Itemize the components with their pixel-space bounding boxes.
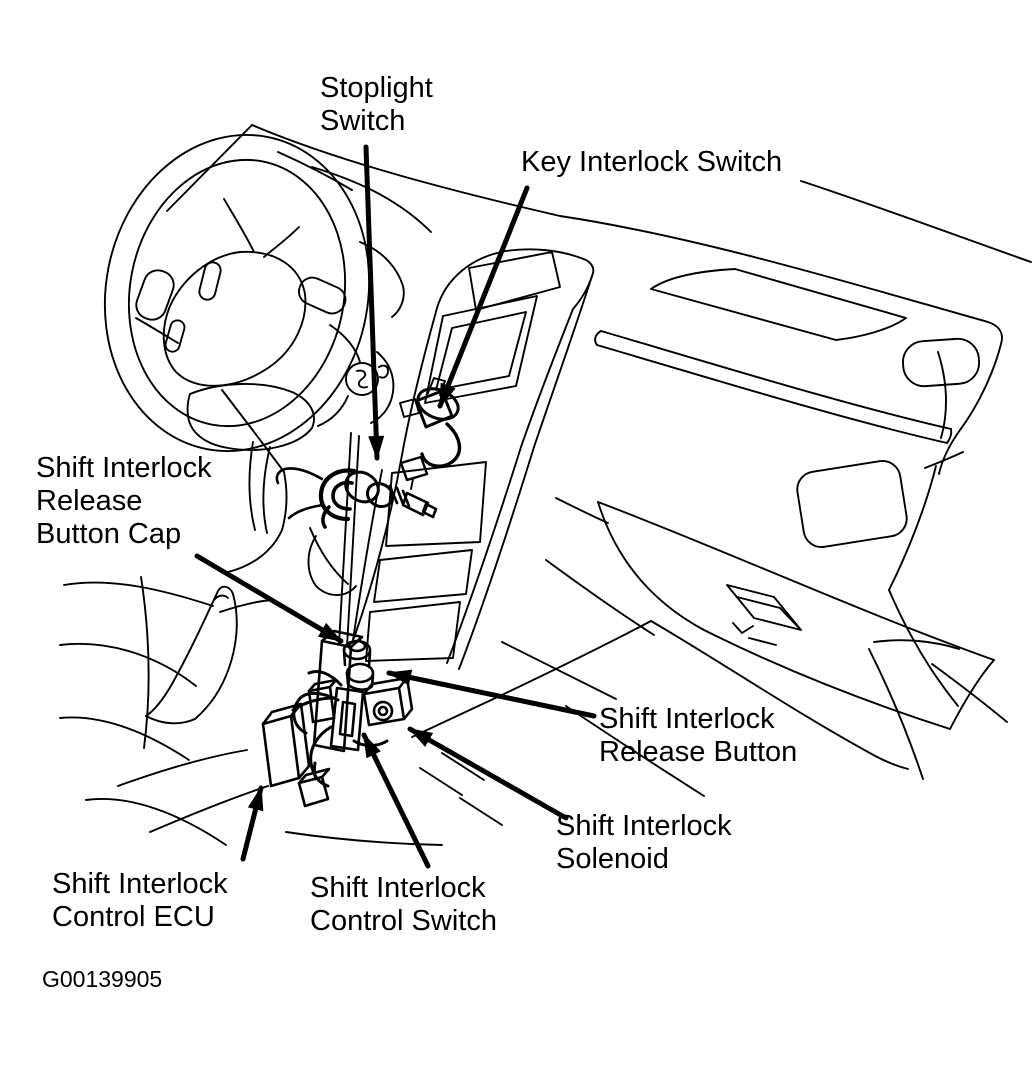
shifter-assembly-drawing <box>261 629 414 808</box>
label-line: Switch <box>320 105 406 137</box>
shift-lever <box>307 432 383 648</box>
label-line: Button Cap <box>36 518 182 550</box>
label-line: Shift Interlock <box>310 872 486 904</box>
stoplight-switch-drawing <box>275 467 438 529</box>
leader-control-ecu <box>240 785 264 862</box>
key-interlock-switch-drawing <box>399 377 462 490</box>
steering-hub-pad <box>162 250 307 387</box>
glove-box-lid <box>796 459 908 549</box>
defroster-vent <box>600 330 952 430</box>
label-control-switch: Shift Interlock Control Switch <box>310 872 497 938</box>
label-line: Release <box>36 485 143 517</box>
label-line: Solenoid <box>556 843 669 875</box>
windshield-base <box>800 180 1032 263</box>
seat-lines <box>59 576 269 846</box>
leader-key-interlock-switch <box>437 185 530 409</box>
shifter-bracket <box>329 686 365 752</box>
label-control-ecu: Shift Interlock Control ECU <box>52 868 228 934</box>
label-line: Shift Interlock <box>52 868 228 900</box>
steering-lower-pad <box>186 382 315 451</box>
label-line: Shift Interlock <box>599 703 775 735</box>
wire-connector <box>297 767 331 808</box>
wiper-stalk <box>298 276 347 315</box>
center-console-stack <box>353 248 595 670</box>
leader-release-button-cap <box>194 553 344 644</box>
ignition-key-cylinder <box>345 362 379 396</box>
label-line: Control Switch <box>310 905 497 937</box>
lower-dash-panel <box>597 501 995 661</box>
panel-handle <box>726 584 802 631</box>
label-stoplight-switch: Stoplight Switch <box>320 72 433 138</box>
leader-stoplight-switch <box>363 144 385 461</box>
label-line: Key Interlock Switch <box>521 146 783 178</box>
label-line: Shift Interlock <box>556 810 732 842</box>
solenoid-drawing <box>362 676 414 727</box>
shifter-bezel <box>312 639 353 753</box>
control-ecu-drawing <box>261 702 311 788</box>
leader-release-button <box>386 669 597 719</box>
figure-id: G00139905 <box>42 966 163 992</box>
label-line: Control ECU <box>52 901 215 933</box>
leader-control-switch <box>361 732 431 869</box>
dash-speaker-vent <box>650 268 907 341</box>
turn-signal-stalk <box>135 269 175 321</box>
label-line: Stoplight <box>320 72 433 104</box>
leader-lines <box>194 144 597 869</box>
glove-box-area <box>597 459 995 730</box>
label-line: Release Button <box>599 736 798 768</box>
handbrake-lever <box>145 585 274 725</box>
door-sill-lines <box>868 451 1008 780</box>
steering-wheel <box>103 133 371 453</box>
floor-lines <box>285 497 909 846</box>
dashboard-top <box>166 124 1032 475</box>
label-line: Shift Interlock <box>36 452 212 484</box>
release-button-cap-drawing <box>342 639 372 669</box>
leader-solenoid <box>407 726 569 821</box>
label-release-button-cap: Shift Interlock Release Button Cap <box>36 452 212 551</box>
dash-tweeter <box>902 337 981 388</box>
label-solenoid: Shift Interlock Solenoid <box>556 810 732 876</box>
label-release-button: Shift Interlock Release Button <box>599 703 797 769</box>
dash-top-edge <box>251 124 1003 475</box>
label-key-interlock-switch: Key Interlock Switch <box>521 146 782 179</box>
steering-column <box>221 324 395 585</box>
